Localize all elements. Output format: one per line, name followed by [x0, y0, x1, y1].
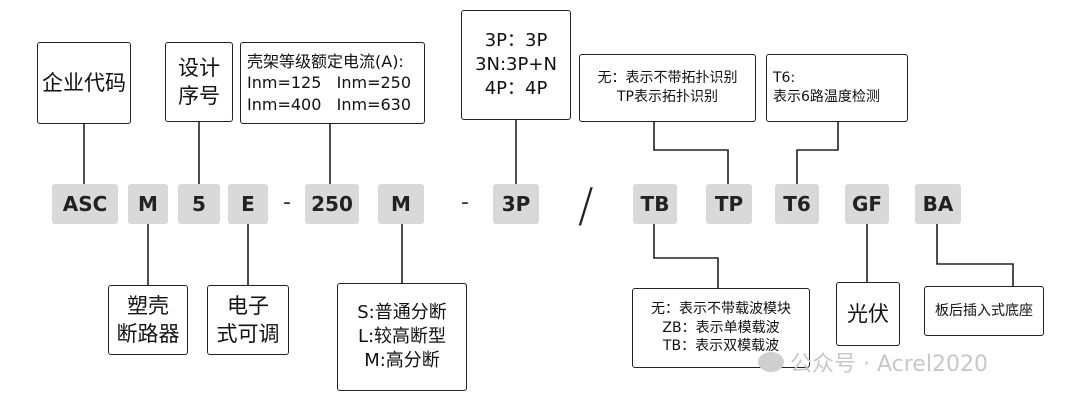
watermark: 公众号 · Acrel2020 — [758, 346, 988, 378]
code-m-2: M — [378, 184, 424, 224]
breaking-line-2: L:较高断型 — [357, 325, 447, 347]
line-tb — [653, 224, 719, 288]
poles-line-3: 4P：4P — [484, 78, 548, 100]
code-gf: GF — [845, 184, 889, 224]
line-ba — [936, 224, 1014, 286]
photovoltaic-label: 光伏 — [847, 301, 889, 326]
breaker-type-line-1: 塑壳 — [127, 293, 169, 318]
poles-line-2: 3N:3P+N — [475, 53, 557, 75]
breaking-line-1: S:普通分断 — [357, 301, 447, 323]
temperature-line-2: 表示6路温度检测 — [773, 89, 880, 105]
rated-current-row-1: Inm=125 Inm=250 — [247, 73, 412, 93]
breaking-capacity-box: S:普通分断 L:较高断型 M:高分断 — [337, 283, 467, 391]
design-serial-line-2: 序号 — [178, 84, 220, 108]
enterprise-code-label: 企业代码 — [42, 70, 126, 95]
breaker-type-box: 塑壳 断路器 — [108, 285, 188, 355]
carrier-line-1: 无：表示不带载波模块 — [651, 300, 791, 317]
carrier-line-3: TB：表示双模载波 — [662, 338, 780, 355]
line-t6 — [796, 122, 839, 184]
code-tp: TP — [706, 184, 752, 224]
operation-line-1: 电子 — [227, 293, 269, 318]
code-5: 5 — [178, 184, 220, 224]
code-m-1: M — [128, 184, 168, 224]
base-label: 板后插入式底座 — [935, 302, 1033, 319]
code-e: E — [228, 184, 268, 224]
dash-2: - — [461, 190, 469, 215]
poles-box: 3P：3P 3N:3P+N 4P：4P — [461, 10, 571, 120]
design-serial-line-1: 设计 — [178, 55, 220, 80]
code-3p: 3P — [493, 184, 539, 224]
design-serial-box: 设计 序号 — [165, 42, 233, 122]
topology-line-1: 无：表示不带拓扑识别 — [597, 70, 738, 87]
dash-1: - — [283, 190, 291, 215]
code-t6: T6 — [775, 184, 819, 224]
line-tp — [653, 122, 729, 184]
code-ba: BA — [915, 184, 961, 224]
code-tb: TB — [633, 184, 677, 224]
carrier-line-2: ZB：表示单模载波 — [662, 319, 780, 336]
rated-current-box: 壳架等级额定电流(A): Inm=125 Inm=250 Inm=400 Inm… — [240, 42, 425, 124]
breaking-line-3: M:高分断 — [364, 350, 440, 372]
topology-box: 无：表示不带拓扑识别 TP表示拓扑识别 — [579, 54, 756, 122]
temperature-line-1: T6: — [773, 70, 796, 87]
poles-line-1: 3P：3P — [484, 29, 548, 51]
operation-line-2: 式可调 — [216, 322, 280, 346]
code-asc: ASC — [52, 184, 118, 224]
topology-line-2: TP表示拓扑识别 — [617, 89, 718, 105]
operation-box: 电子 式可调 — [207, 285, 289, 355]
wechat-icon — [758, 352, 784, 372]
enterprise-code-box: 企业代码 — [37, 42, 131, 124]
breaker-type-line-2: 断路器 — [116, 322, 180, 346]
rated-current-title: 壳架等级额定电流(A): — [247, 51, 404, 71]
slash-separator: / — [578, 178, 594, 232]
photovoltaic-box: 光伏 — [836, 282, 900, 346]
base-box: 板后插入式底座 — [924, 286, 1044, 336]
temperature-box: T6: 表示6路温度检测 — [766, 54, 908, 122]
watermark-text: 公众号 · Acrel2020 — [790, 352, 988, 377]
rated-current-row-2: Inm=400 Inm=630 — [247, 94, 412, 114]
code-250: 250 — [305, 184, 359, 224]
